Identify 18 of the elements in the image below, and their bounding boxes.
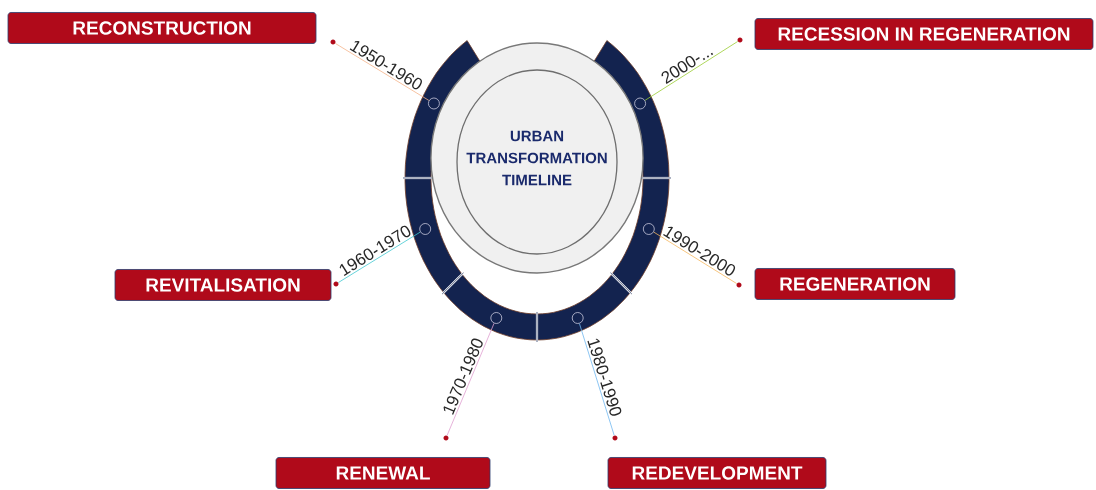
title-box: RENEWAL [275, 457, 491, 489]
leader-line [446, 323, 495, 436]
ring-marker [490, 312, 503, 324]
title-box: REGENERATION [754, 268, 956, 300]
leader-line [334, 43, 430, 101]
title-box: RECESSION IN REGENERATION [754, 18, 1094, 50]
title-box: REVITALISATION [114, 269, 332, 301]
ring-marker [642, 223, 655, 235]
ring-marker [428, 97, 440, 110]
ring-marker [634, 97, 646, 110]
title-box: RECONSTRUCTION [7, 12, 317, 44]
ring-marker [419, 223, 432, 235]
ring-marker [571, 312, 584, 324]
title-box: REDEVELOPMENT [607, 457, 827, 489]
leader-line [579, 323, 615, 436]
leader-line [653, 231, 738, 284]
leader-line [644, 41, 739, 101]
leader-line [337, 231, 421, 283]
